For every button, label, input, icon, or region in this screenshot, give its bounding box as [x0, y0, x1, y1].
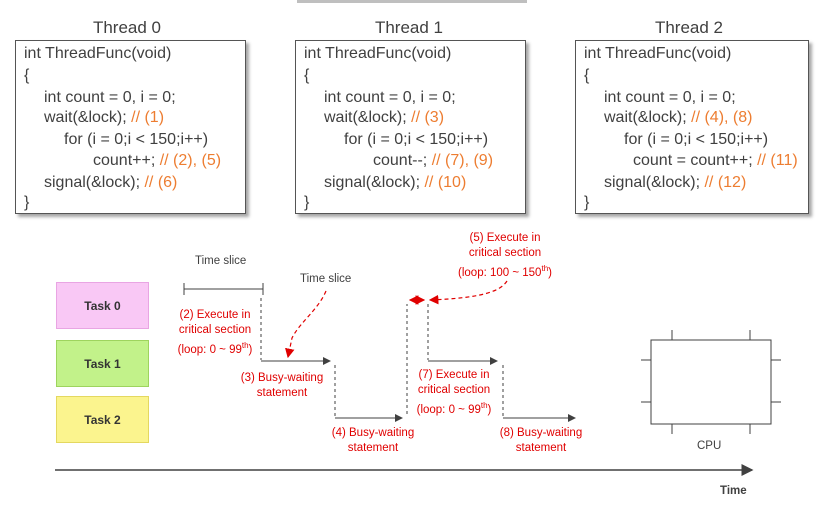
code-line: {: [584, 67, 590, 84]
execution-path: [260, 298, 576, 422]
annotation-step-2: (2) Execute in critical section (loop: 0…: [177, 309, 253, 356]
code-line: for (i = 0;i < 150;i++): [344, 131, 489, 148]
step5-pointer: [428, 280, 508, 305]
thread-0-code-box: int ThreadFunc(void) { int count = 0, i …: [15, 40, 246, 214]
code-line: int count = 0, i = 0;: [44, 89, 176, 106]
code-line: signal(&lock); // (10): [324, 174, 467, 191]
annotation-step-4: (4) Busy-waiting statement: [331, 427, 415, 454]
code-line: int ThreadFunc(void): [584, 45, 732, 62]
task-1-box: Task 1: [56, 340, 149, 387]
task-2-box: Task 2: [56, 396, 149, 443]
code-line: {: [304, 67, 310, 84]
code-line: }: [584, 194, 590, 211]
code-line: }: [304, 194, 310, 211]
code-line: signal(&lock); // (12): [604, 174, 747, 191]
code-line: }: [24, 194, 30, 211]
code-line: int ThreadFunc(void): [304, 45, 452, 62]
code-line: for (i = 0;i < 150;i++): [64, 131, 209, 148]
time-slice-bracket: [183, 283, 264, 295]
code-line: int count = 0, i = 0;: [324, 89, 456, 106]
code-line: signal(&lock); // (6): [44, 174, 178, 191]
code-line: wait(&lock); // (4), (8): [604, 109, 753, 126]
code-line: for (i = 0;i < 150;i++): [624, 131, 769, 148]
time-slice-pointer: [285, 290, 327, 359]
code-line: wait(&lock); // (3): [324, 109, 445, 126]
cpu-chip-icon: [641, 330, 781, 434]
code-line: {: [24, 67, 30, 84]
annotation-step-7: (7) Execute in critical section (loop: 0…: [416, 369, 492, 416]
thread-2-code-box: int ThreadFunc(void) { int count = 0, i …: [575, 40, 809, 214]
code-line: count = count++; // (11): [633, 152, 798, 169]
code-line: wait(&lock); // (1): [44, 109, 165, 126]
task-0-box: Task 0: [56, 282, 149, 329]
code-line: int count = 0, i = 0;: [604, 89, 736, 106]
annotation-step-3: (3) Busy-waiting statement: [240, 372, 324, 399]
annotation-step-5: (5) Execute in critical section (loop: 1…: [458, 232, 552, 279]
time-slice-label: Time slice: [195, 255, 247, 267]
top-divider: [297, 0, 527, 3]
thread-0-title: Thread 0: [92, 18, 162, 37]
time-slice-label-2: Time slice: [300, 273, 352, 285]
cpu-label: CPU: [697, 440, 722, 452]
thread-1-code-box: int ThreadFunc(void) { int count = 0, i …: [295, 40, 526, 214]
annotation-step-8: (8) Busy-waiting statement: [499, 427, 583, 454]
thread-2-title: Thread 2: [654, 18, 724, 37]
time-axis-label: Time: [720, 485, 747, 497]
code-line: count--; // (7), (9): [373, 152, 494, 169]
thread-1-title: Thread 1: [374, 18, 444, 37]
code-line: int ThreadFunc(void): [24, 45, 172, 62]
code-line: count++; // (2), (5): [93, 152, 222, 169]
